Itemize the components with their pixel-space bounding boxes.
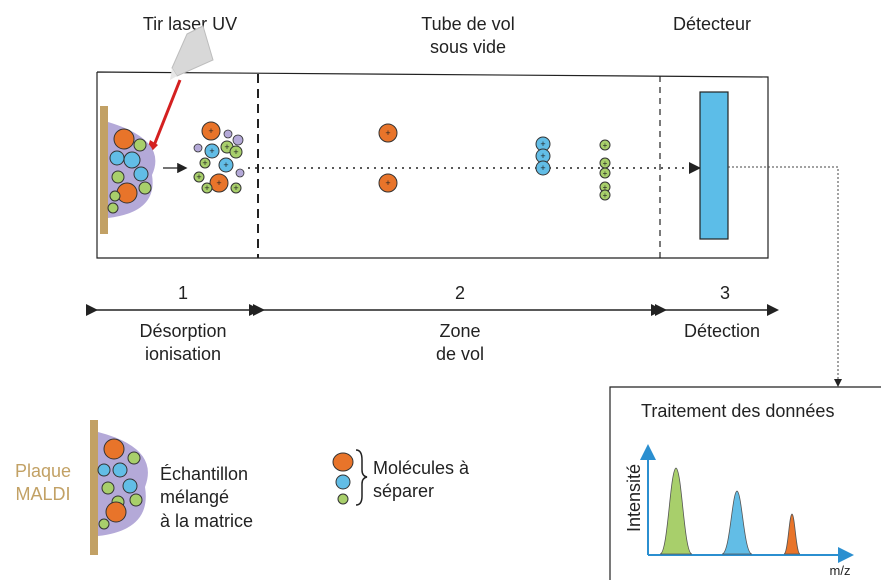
zone-1-label-line2: ionisation bbox=[145, 344, 221, 364]
molecules-label-line1: Molécules à bbox=[373, 458, 470, 478]
svg-text:+: + bbox=[603, 191, 608, 200]
svg-text:+: + bbox=[233, 147, 238, 157]
svg-text:+: + bbox=[603, 141, 608, 150]
zone-2-label-line1: Zone bbox=[439, 321, 480, 341]
svg-text:+: + bbox=[204, 183, 209, 193]
peak-blue bbox=[721, 490, 753, 555]
svg-text:+: + bbox=[209, 146, 214, 156]
peak-green bbox=[659, 467, 693, 555]
spectrum-panel bbox=[609, 386, 881, 580]
svg-text:+: + bbox=[196, 172, 201, 182]
svg-text:+: + bbox=[603, 183, 608, 192]
signal-path bbox=[728, 166, 842, 387]
svg-text:+: + bbox=[603, 159, 608, 168]
laser-label: Tir laser UV bbox=[143, 14, 237, 34]
legend-molecules bbox=[332, 449, 368, 506]
svg-text:+: + bbox=[233, 183, 238, 193]
plate-label-line1: Plaque bbox=[15, 461, 71, 481]
detector-label: Détecteur bbox=[673, 14, 751, 34]
green-ions: + + + + + bbox=[599, 139, 611, 201]
svg-text:+: + bbox=[224, 142, 229, 152]
tube-label-line2: sous vide bbox=[430, 37, 506, 57]
zone-3-number: 3 bbox=[720, 283, 730, 303]
spectrum-ylabel: Intensité bbox=[624, 464, 644, 532]
legend-maldi-plate bbox=[90, 420, 148, 555]
orange-ions: + + bbox=[378, 123, 398, 193]
svg-text:+: + bbox=[540, 163, 545, 173]
blue-ions: + + + bbox=[535, 136, 551, 176]
zone-1-label-line1: Désorption bbox=[139, 321, 226, 341]
svg-text:+: + bbox=[603, 169, 608, 178]
sample-label-line3: à la matrice bbox=[160, 511, 253, 531]
flight-tube bbox=[96, 71, 769, 259]
svg-text:+: + bbox=[540, 151, 545, 161]
maldi-plate-icon bbox=[100, 106, 156, 234]
svg-text:+: + bbox=[385, 128, 390, 138]
sample-label-line1: Échantillon bbox=[160, 464, 248, 484]
zone-1-number: 1 bbox=[178, 283, 188, 303]
svg-text:+: + bbox=[202, 158, 207, 168]
zone-2-number: 2 bbox=[455, 283, 465, 303]
svg-text:+: + bbox=[208, 126, 213, 136]
zone-2-label-line2: de vol bbox=[436, 344, 484, 364]
peak-orange bbox=[783, 513, 801, 555]
detector bbox=[699, 91, 729, 240]
svg-text:+: + bbox=[385, 178, 390, 188]
svg-text:+: + bbox=[223, 160, 228, 170]
ion-cloud: + + + + + + + + + + bbox=[193, 121, 245, 194]
svg-text:+: + bbox=[540, 139, 545, 149]
tube-label-line1: Tube de vol bbox=[421, 14, 514, 34]
molecules-label-line2: séparer bbox=[373, 481, 434, 501]
laser-icon bbox=[145, 25, 214, 158]
spectrum-title: Traitement des données bbox=[641, 401, 834, 421]
spectrum-xlabel: m/z bbox=[830, 563, 851, 578]
sample-label-line2: mélangé bbox=[160, 487, 229, 507]
zone-3-label-line1: Détection bbox=[684, 321, 760, 341]
plate-label-line2: MALDI bbox=[15, 484, 70, 504]
svg-text:+: + bbox=[216, 178, 221, 188]
